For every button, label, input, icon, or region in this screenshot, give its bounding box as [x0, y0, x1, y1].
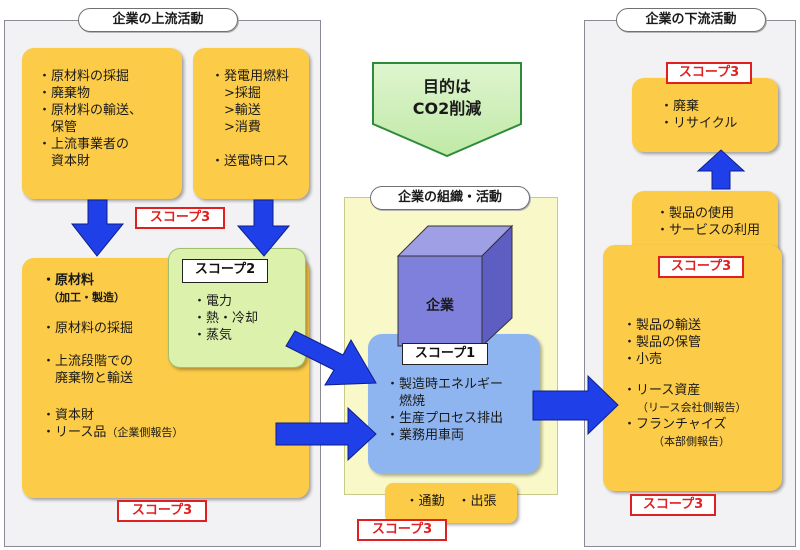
use-text: ・製品の使用 ・サービスの利用 — [656, 205, 760, 239]
downstream-scope3-label-mid: スコープ3 — [658, 256, 744, 278]
item-lease-main: ・リース品 — [42, 425, 107, 440]
scope1-line: ・生産プロセス排出 — [386, 411, 504, 426]
upstream-box-power-fuel: ・発電用燃料 >採掘 >輸送 >消費 ・送電時ロス — [193, 48, 309, 199]
commute-box: ・通勤 ・出張 — [385, 483, 517, 523]
downstream-scope3-label-bottom: スコープ3 — [630, 494, 716, 516]
scope1-line: ・製造時エネルギー — [386, 377, 504, 392]
line: >採掘 — [211, 86, 261, 101]
downstream-big-text: ・製品の輸送 ・製品の保管 ・小売 ・リース資産 （リース会社側報告） ・フラン… — [623, 317, 746, 450]
item-mining: ・原材料の採掘 — [42, 321, 134, 336]
arrow-scope2-to-scope1-icon — [285, 330, 377, 386]
arrow-scope1-to-downstream-icon — [532, 374, 619, 436]
ds-item-lease: ・リース資産 — [623, 383, 701, 398]
upstream-big-text: ・原材料 （加工・製造） ・原材料の採掘 ・上流段階での 廃棄物と輸送 ・資本財… — [42, 272, 183, 441]
ds-item-franchise: ・フランチャイズ — [623, 417, 727, 432]
ds-item-transport: ・製品の輸送 — [623, 318, 702, 333]
item-lease: ・リース品（企業側報告） — [42, 424, 183, 441]
upstream-scope3-label-bottom: スコープ3 — [117, 500, 207, 522]
downstream-title: 企業の下流活動 — [616, 8, 766, 32]
item-raw-material: ・原材料 — [42, 273, 95, 288]
downstream-scope3-label-top: スコープ3 — [666, 62, 752, 84]
scope1-text: ・製造時エネルギー 燃焼 ・生産プロセス排出 ・業務用車両 — [386, 376, 503, 444]
upstream-title: 企業の上流活動 — [78, 8, 238, 32]
scope1-line: 燃焼 — [386, 394, 426, 409]
scope2-line: ・蒸気 — [193, 328, 233, 343]
goal-pentagon — [372, 62, 522, 157]
ds-item-franchise-sub: （本部側報告） — [653, 435, 730, 448]
company-label: 企業 — [426, 298, 454, 314]
disposal-line: ・リサイクル — [660, 116, 738, 131]
goal-line2: CO2削減 — [412, 99, 482, 118]
ds-item-lease-sub: （リース会社側報告） — [637, 401, 747, 414]
ds-item-retail: ・小売 — [623, 352, 663, 367]
item-raw-material-sub: （加工・製造） — [48, 291, 125, 304]
scope2-line: ・熱・冷却 — [193, 311, 259, 326]
arrow-down-left-icon — [70, 199, 125, 257]
item-capital-goods: ・資本財 — [42, 408, 95, 423]
line: ・上流事業者の — [38, 137, 130, 152]
item-lease-sub: （企業側報告） — [106, 426, 184, 439]
upstream-big-box: ・原材料 （加工・製造） ・原材料の採掘 ・上流段階での 廃棄物と輸送 ・資本財… — [22, 258, 309, 498]
org-scope3-label: スコープ3 — [357, 519, 447, 541]
disposal-text: ・廃棄 ・リサイクル — [660, 98, 737, 132]
line: ・送電時ロス — [211, 154, 290, 169]
use-line: ・サービスの利用 — [656, 223, 761, 238]
scope2-text: ・電力 ・熱・冷却 ・蒸気 — [193, 293, 258, 344]
scope2-line: ・電力 — [193, 294, 233, 309]
line: 資本財 — [38, 154, 91, 169]
upstream-box2-text: ・発電用燃料 >採掘 >輸送 >消費 ・送電時ロス — [211, 68, 289, 170]
upstream-box1-text: ・原材料の採掘 ・廃棄物 ・原材料の輸送、 保管 ・上流事業者の 資本財 — [38, 68, 142, 170]
arrow-up-icon — [696, 149, 746, 190]
line: 保管 — [38, 120, 78, 135]
arrow-down-right-icon — [236, 199, 291, 257]
upstream-box-raw-materials: ・原材料の採掘 ・廃棄物 ・原材料の輸送、 保管 ・上流事業者の 資本財 — [22, 48, 182, 199]
ds-item-storage: ・製品の保管 — [623, 335, 702, 350]
scope2-label: スコープ2 — [182, 259, 268, 283]
upstream-scope3-label-mid: スコープ3 — [135, 207, 225, 229]
commute-text: ・通勤 ・出張 — [405, 494, 497, 509]
item-upstream-waste-1: ・上流段階での — [42, 354, 134, 369]
downstream-big-box: ・製品の輸送 ・製品の保管 ・小売 ・リース資産 （リース会社側報告） ・フラン… — [603, 245, 782, 491]
goal-line1: 目的は — [422, 77, 471, 96]
scope1-line: ・業務用車両 — [386, 428, 465, 443]
line: ・原材料の輸送、 — [38, 103, 143, 118]
line: >消費 — [211, 120, 261, 135]
company-cube-icon — [396, 224, 514, 348]
use-line: ・製品の使用 — [656, 206, 735, 221]
scope1-label: スコープ1 — [402, 343, 488, 365]
org-title: 企業の組織・活動 — [370, 186, 530, 210]
line: ・原材料の採掘 — [38, 69, 130, 84]
goal-text: 目的は CO2削減 — [372, 76, 522, 120]
line: ・発電用燃料 — [211, 69, 290, 84]
disposal-line: ・廃棄 — [660, 99, 700, 114]
line: ・廃棄物 — [38, 86, 91, 101]
arrow-upstream-to-scope1-icon — [275, 406, 377, 462]
downstream-box-disposal: ・廃棄 ・リサイクル — [632, 78, 778, 152]
item-upstream-waste-2: 廃棄物と輸送 — [42, 371, 134, 386]
line: >輸送 — [211, 103, 261, 118]
